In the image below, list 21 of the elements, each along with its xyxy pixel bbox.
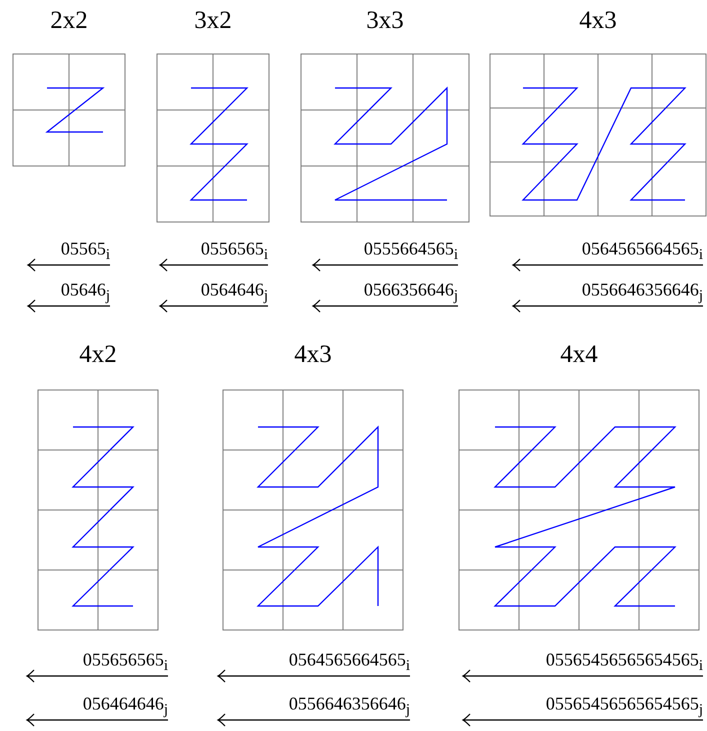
grid-size-title: 4x3	[579, 8, 617, 33]
grid-size-title: 3x2	[194, 8, 232, 33]
grid-size-title: 2x2	[50, 8, 88, 33]
index-sequence: 055656565$_{i}$	[82, 650, 168, 674]
index-sequence: 0556646356646$_{j}$	[582, 280, 703, 304]
index-sequence: 0564646$_{j}$	[200, 280, 268, 304]
index-sequence: 056464646$_{j}$	[82, 694, 168, 718]
index-sequence: 0564565664565$_{i}$	[288, 650, 410, 674]
index-sequence: 05565$_{i}$	[60, 239, 110, 263]
index-sequence: 05565456565654565$_{j}$	[546, 694, 703, 718]
index-sequence: 0566356646$_{j}$	[364, 280, 458, 304]
grid-size-title: 4x2	[79, 342, 117, 367]
grid-size-title: 3x3	[366, 8, 404, 33]
grid-size-title: 4x3	[294, 342, 332, 367]
index-sequence: 05646$_{j}$	[60, 280, 110, 304]
index-sequence: 0556646356646$_{j}$	[288, 694, 410, 718]
index-sequence: 0555664565$_{i}$	[364, 239, 458, 263]
index-sequence: 0556565$_{i}$	[200, 239, 268, 263]
grid-size-title: 4x4	[560, 342, 598, 367]
index-sequence: 05565456565654565$_{i}$	[546, 650, 703, 674]
index-sequence: 0564565664565$_{i}$	[582, 239, 703, 263]
